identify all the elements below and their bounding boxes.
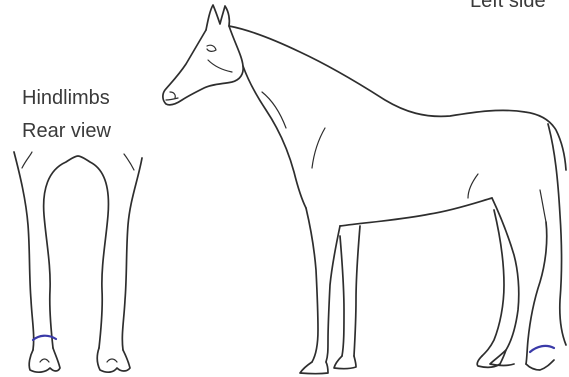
right-hip-line	[124, 154, 134, 170]
left-hind-hoof	[29, 348, 60, 372]
horse-mouth	[166, 98, 178, 100]
horse-ears	[206, 5, 229, 30]
horse-left-side-view	[163, 5, 566, 374]
right-hindlimb-outer-outline	[122, 158, 142, 350]
horse-cheek-line	[208, 60, 232, 72]
horse-far-foreleg	[340, 236, 344, 356]
horse-far-fore-hoof	[334, 356, 356, 369]
horse-far-hindleg	[482, 210, 504, 356]
horse-near-hind-hoof	[490, 350, 554, 370]
horse-flank-line	[468, 174, 478, 198]
horse-nostril	[170, 92, 175, 98]
right-hind-hoof	[97, 348, 130, 372]
horse-near-hindleg-back	[526, 222, 547, 364]
horse-stifle-line	[540, 190, 546, 222]
horse-neck-front	[243, 66, 306, 208]
horse-near-foreleg	[306, 208, 318, 362]
horse-near-fore-hoof	[300, 362, 328, 374]
horse-head-outline	[163, 26, 243, 105]
hindlimbs-rear-view	[14, 152, 142, 372]
horse-tail	[548, 124, 566, 345]
horse-belly	[340, 198, 492, 226]
near-hind-pastern-marking	[530, 346, 554, 352]
left-hindlimb-outer-outline	[14, 152, 34, 350]
right-hoof-cleft	[107, 359, 117, 362]
horse-shoulder-muscle	[312, 128, 325, 168]
horse-near-foreleg-back	[326, 226, 340, 362]
left-hoof-cleft	[40, 359, 49, 362]
left-hindlimb-inner-outline	[44, 156, 109, 348]
horse-eye	[207, 45, 216, 51]
horse-far-foreleg-back	[354, 226, 360, 356]
left-hip-line	[22, 152, 32, 168]
horse-topline	[229, 26, 566, 170]
